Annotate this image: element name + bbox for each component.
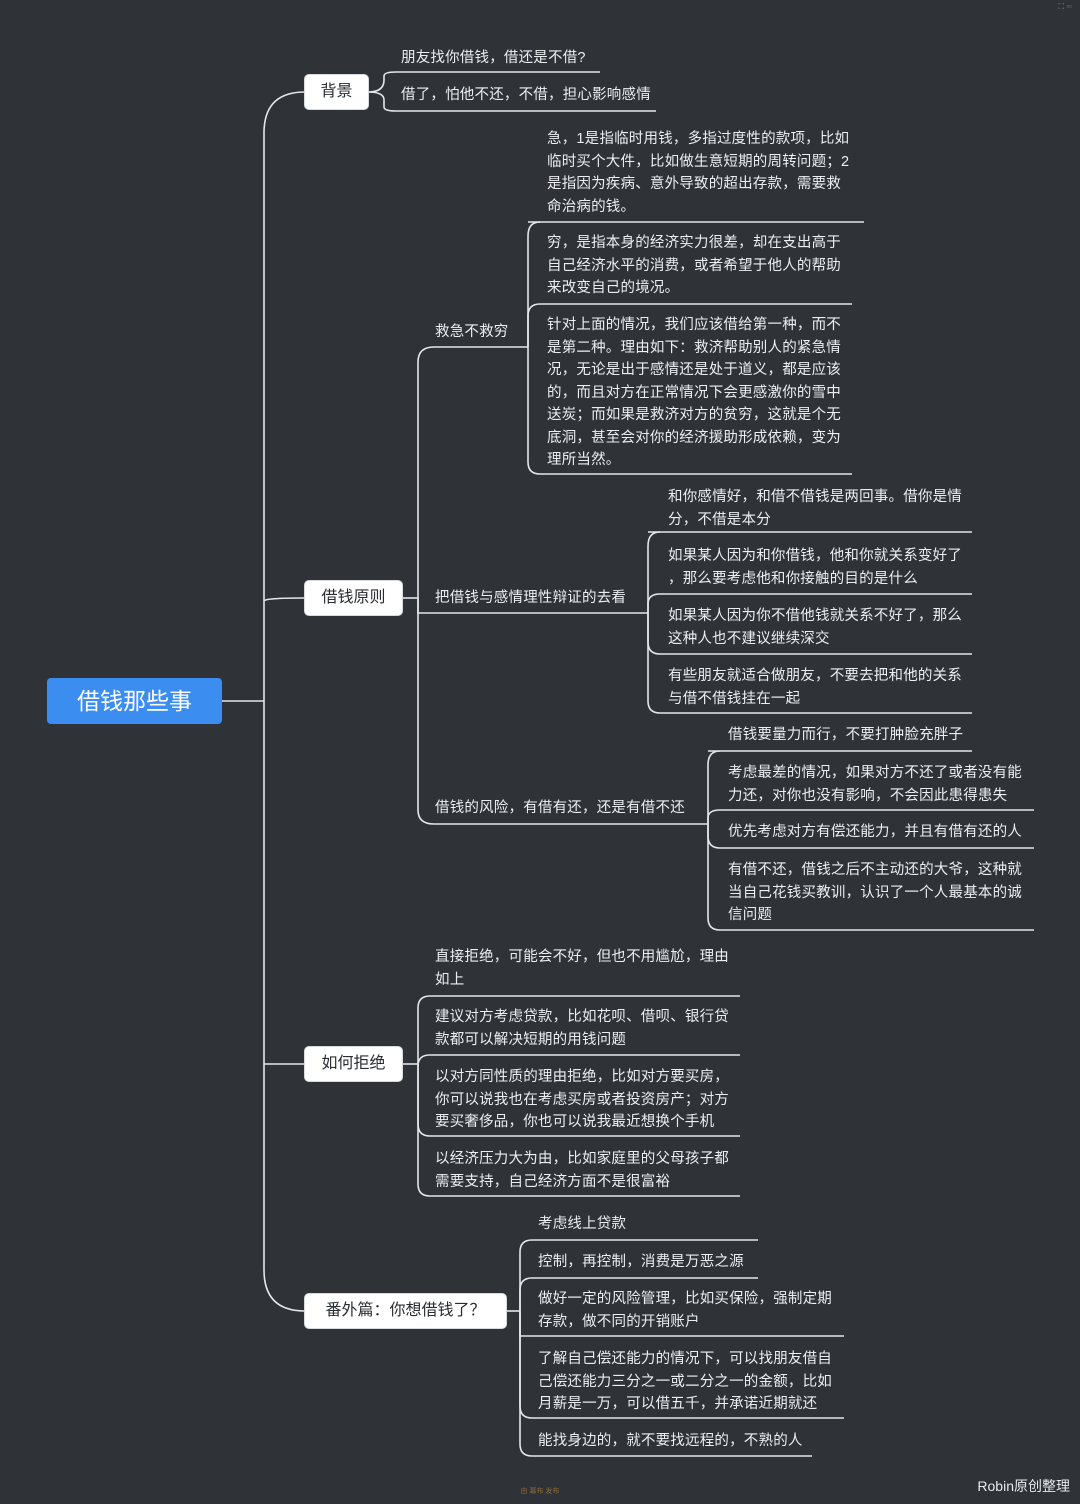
background-item[interactable]: 朋友找你借钱，借还是不借? [401,50,586,66]
rescue-item[interactable]: 针对上面的情况，我们应该借给第一种，而不 是第二种。理由如下：救济帮助别人的紧急… [547,317,841,468]
extra-link-2 [519,1277,758,1311]
refuse-item[interactable]: 建议对方考虑贷款，比如花呗、借呗、银行贷 款都可以解决短期的用钱问题 [435,1009,729,1048]
background-link-2 [367,91,656,112]
subtopic-rescue[interactable]: 救急不救穷 [435,324,509,340]
publish-footer: 由 幕布 发布 [520,1488,560,1495]
rescue-link-3 [527,347,852,475]
risk-link-2 [707,809,1034,824]
extra-item[interactable]: 做好一定的风险管理，比如买保险，强制定期 存款，做不同的开销账户 [538,1291,832,1330]
emotion-item[interactable]: 和你感情好，和借不借钱是两回事。借你是情 分，不借是本分 [668,489,962,528]
refuse-item[interactable]: 以对方同性质的理由拒绝，比如对方要买房， 你可以说我也在考虑买房或者投资房产；对… [435,1069,729,1130]
refuse-link-1 [417,995,740,1064]
author-watermark: Robin原创整理 [977,1478,1070,1494]
extra-link-5 [519,1311,812,1457]
emotion-link-2 [647,593,972,613]
subtopic-emotion[interactable]: 把借钱与感情理性辩证的去看 [435,590,627,606]
emotion-link-4 [647,613,972,714]
branch-link-principles [263,597,306,602]
root-topic[interactable]: 借钱那些事 [47,678,222,724]
extra-item[interactable]: 了解自己偿还能力的情况下，可以找朋友借自 己偿还能力三分之一或二分之一的金额，比… [538,1351,832,1412]
risk-item[interactable]: 考虑最差的情况，如果对方不还了或者没有能 力还，对你也没有影响，不会因此患得患失 [728,765,1022,804]
emotion-spine [647,531,661,613]
rescue-item[interactable]: 穷，是指本身的经济实力很差，却在支出高于 自己经济水平的消费，或者希望于他人的帮… [547,235,841,296]
rescue-spine [527,221,541,347]
refuse-item[interactable]: 以经济压力大为由，比如家庭里的父母孩子都 需要支持，自己经济方面不是很富裕 [435,1151,729,1190]
refuse-link-4 [417,1064,740,1197]
branch-refuse[interactable]: 如何拒绝 [305,1047,402,1081]
emotion-item[interactable]: 如果某人因为你不借他钱就关系不好了，那么 这种人也不建议继续深交 [668,608,962,647]
background-spine [367,71,600,93]
background-item[interactable]: 借了，怕他不还，不借，担心影响感情 [401,87,651,103]
extra-link-1 [519,1239,758,1311]
risk-item[interactable]: 有借不还，借钱之后不主动还的大爷，这种就 当自己花钱买教训，认识了一个人最基本的… [728,862,1022,923]
extra-item[interactable]: 能找身边的，就不要找远程的，不熟的人 [538,1433,803,1449]
extra-item[interactable]: 控制，再控制，消费是万恶之源 [538,1254,744,1270]
risk-item[interactable]: 优先考虑对方有偿还能力，并且有借有还的人 [728,824,1022,840]
refuse-item[interactable]: 直接拒绝，可能会不好，但也不用尴尬，理由 如上 [435,949,729,988]
risk-item[interactable]: 借钱要量力而行，不要打肿脸充胖子 [728,727,964,743]
risk-link-4 [707,824,1034,931]
principles-link-risk [417,598,708,825]
rescue-link-2 [527,303,852,347]
emotion-item[interactable]: 有些朋友就适合做朋友，不要去把和他的关系 与借不借钱挂在一起 [668,668,962,707]
refuse-link-2 [417,1054,740,1067]
principles-link-rescue [417,346,528,598]
risk-spine [707,750,721,824]
root-spine [263,91,306,1312]
rescue-item[interactable]: 急，1是指临时用钱，多指过度性的款项，比如 临时买个大件，比如做生意短期的周转问… [547,131,850,215]
fullscreen-icon[interactable]: ⛶ ▫▫ [1058,2,1073,11]
extra-item[interactable]: 考虑线上贷款 [538,1216,627,1232]
subtopic-risk[interactable]: 借钱的风险，有借有还，还是有借不还 [435,800,685,816]
branch-principles[interactable]: 借钱原则 [305,581,402,615]
emotion-item[interactable]: 如果某人因为和你借钱，他和你就关系变好了 ，那么要考虑他和你接触的目的是什么 [668,548,962,587]
branch-extra[interactable]: 番外篇：你想借钱了？ [305,1294,506,1328]
branch-background[interactable]: 背景 [305,75,368,109]
